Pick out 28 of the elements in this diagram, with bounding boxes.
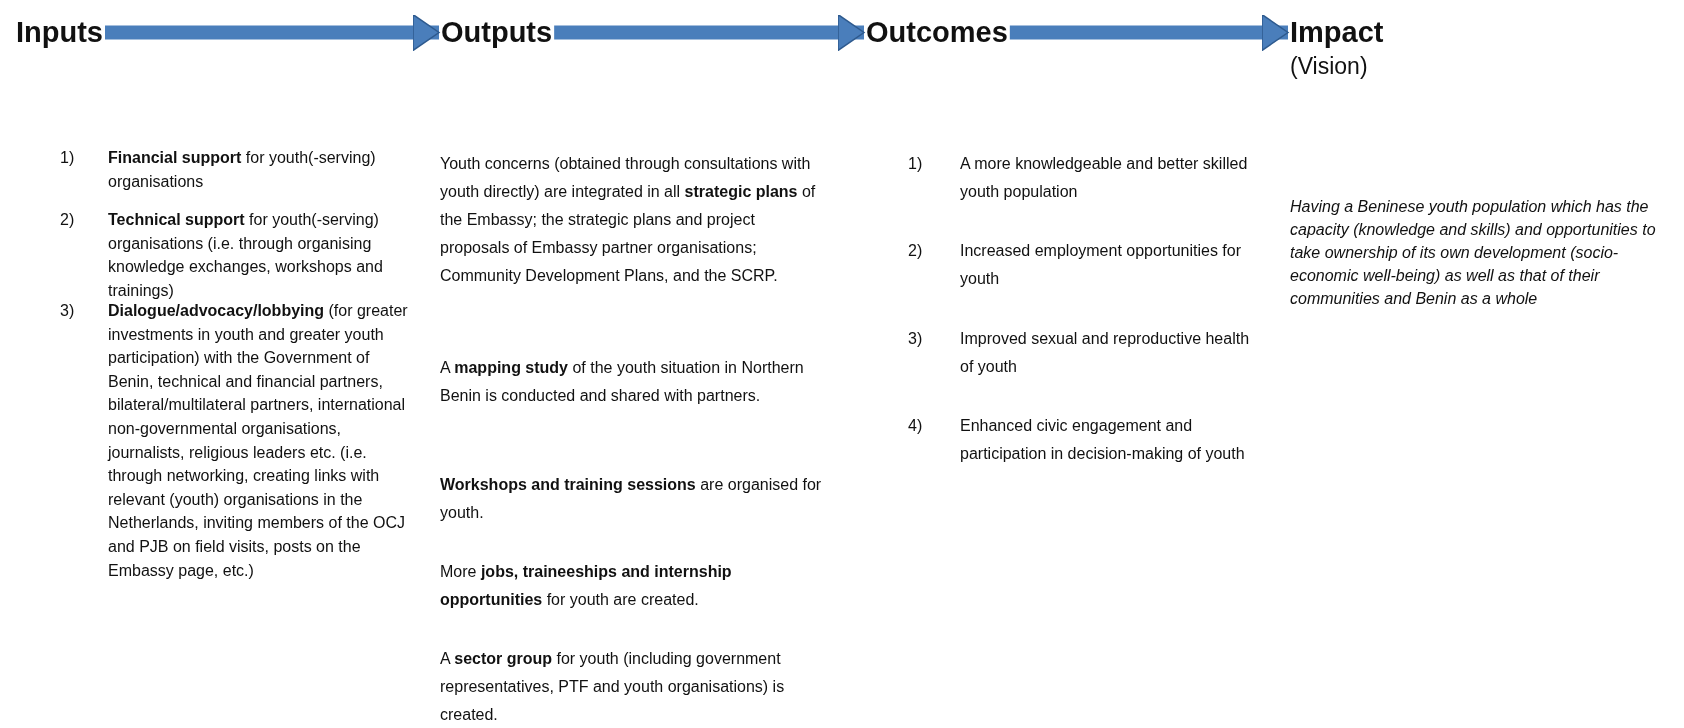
list-item-text: Enhanced civic engagement and participation in decision-making of youth [960,416,1246,464]
list-item-text: Increased employment opportunities for youth [960,241,1243,289]
block-arrow [554,13,865,52]
list-item-text: A more knowledgeable and better skilled youth population [960,154,1249,202]
stage-heading: Outputs [441,16,553,49]
list-number: 4) [908,416,923,436]
paragraph: Youth concerns (obtained through consultations with youth directly) are integrated in all strategic plans of the Embassy; the strategic plans and project proposals of Embassy partner organisations; Community Development Plans, and the SCRP. [440,154,817,286]
list-item-text: Financial support for youth(-serving) organisations [108,148,377,192]
stage-heading: Impact [1290,16,1384,49]
paragraph: More jobs, traineeships and internship opportunities for youth are created. [440,562,733,610]
stage-heading: Inputs [16,16,103,49]
list-item-text: Improved sexual and reproductive health of youth [960,329,1251,377]
paragraph: A mapping study of the youth situation in Northern Benin is conducted and shared with partners. [440,358,805,406]
list-item-text: Dialogue/advocacy/lobbying (for greater investments in youth and greater youth participation) with the Government of Benin, technical and financial partners, bilateral/multilateral partners, international non-governmental organisations, journalists, religious leaders etc. (i.e. through networking, creating links with relevant (youth) organisations in the Netherlands, inviting members of the OCJ and PJB on field visits, posts on the Embassy page, etc.) [108,301,409,581]
block-arrow [105,13,440,52]
paragraph: Workshops and training sessions are organised for youth. [440,475,823,523]
list-number: 3) [60,301,75,321]
vision-statement: Having a Beninese youth population which has the capacity (knowledge and skills) and opportunities to take ownership of its own development (socio-economic well-being) as well as that of their communities and Benin as a whole [1290,197,1657,309]
list-number: 1) [60,148,75,168]
list-number: 1) [908,154,923,174]
list-number: 3) [908,329,923,349]
stage-subheading: (Vision) [1290,53,1369,80]
paragraph: A sector group for youth (including government representatives, PTF and youth organisations) is created. [440,649,786,725]
block-arrow [1009,13,1289,52]
list-number: 2) [60,210,75,230]
stage-heading: Outcomes [866,16,1008,49]
list-item-text: Technical support for youth(-serving) organisations (i.e. through organising knowledge exchanges, workshops and trainings) [108,210,384,301]
list-number: 2) [908,241,923,261]
